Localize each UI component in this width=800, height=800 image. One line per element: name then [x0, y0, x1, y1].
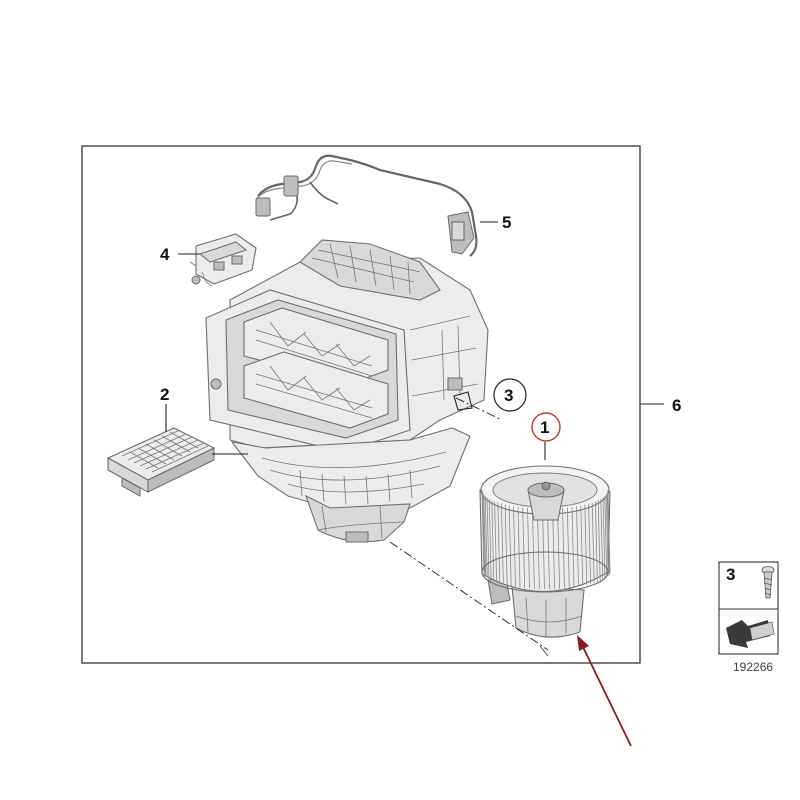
- callout-3: 3: [504, 386, 513, 405]
- screw-inset: 3: [718, 561, 779, 655]
- callout-4: 4: [160, 245, 170, 264]
- fan-blade: [591, 502, 595, 584]
- inset-label: 3: [726, 565, 735, 584]
- callout-5: 5: [502, 213, 511, 232]
- fan-blade: [537, 508, 540, 589]
- reference-number: 192266: [733, 660, 773, 674]
- assembly-line: [455, 397, 503, 421]
- fan-blade: [584, 504, 588, 586]
- fan-blade: [483, 494, 487, 577]
- fan-blade: [486, 497, 490, 579]
- callout-1-highlight: [531, 412, 561, 442]
- fan-blade: [532, 508, 535, 589]
- fan-blade: [600, 498, 604, 580]
- callout-1: 1: [540, 418, 549, 437]
- screw-marker: [453, 391, 473, 411]
- fan-blade: [481, 491, 485, 574]
- callout-6: 6: [672, 396, 681, 415]
- fan-blade: [522, 507, 526, 588]
- fan-blade: [566, 507, 570, 588]
- blower-housing: [205, 239, 489, 543]
- blower-motor: [479, 465, 611, 638]
- fan-blade: [604, 495, 608, 578]
- callout-2: 2: [160, 385, 169, 404]
- wiring-harness: [255, 154, 478, 257]
- fan-blade: [562, 507, 565, 589]
- arrow-symbol-icon: [726, 620, 775, 648]
- callout-3-circle: [493, 378, 527, 412]
- fan-blade: [482, 492, 486, 575]
- fan-blade: [588, 503, 591, 585]
- fan-blade: [607, 489, 611, 573]
- fan-blade: [571, 506, 575, 588]
- pointer-arrow: [577, 635, 632, 747]
- fan-blade: [557, 508, 560, 589]
- fan-blade: [497, 502, 501, 584]
- fan-blade: [488, 498, 492, 580]
- fan-blade: [580, 505, 584, 587]
- fan-blade: [491, 499, 495, 582]
- assembly-line: [389, 541, 549, 651]
- fan-blade: [552, 508, 555, 589]
- fan-blade: [606, 492, 610, 575]
- fan-blade: [527, 507, 530, 589]
- fan-blade: [542, 508, 545, 590]
- fan-blade: [513, 506, 516, 587]
- fan-blade: [517, 506, 521, 588]
- fan-blade: [576, 506, 579, 587]
- fan-blade: [494, 501, 497, 583]
- fan-blade: [508, 505, 512, 587]
- actuator-part: [189, 233, 257, 287]
- fan-blade: [605, 494, 609, 577]
- resistor-pack: [106, 427, 216, 497]
- fan-blade: [501, 503, 504, 585]
- fan-blade: [504, 504, 508, 586]
- fan-blade: [597, 499, 601, 582]
- fan-blade: [595, 501, 598, 583]
- fan-blade: [547, 508, 550, 590]
- screw-icon: [761, 566, 775, 599]
